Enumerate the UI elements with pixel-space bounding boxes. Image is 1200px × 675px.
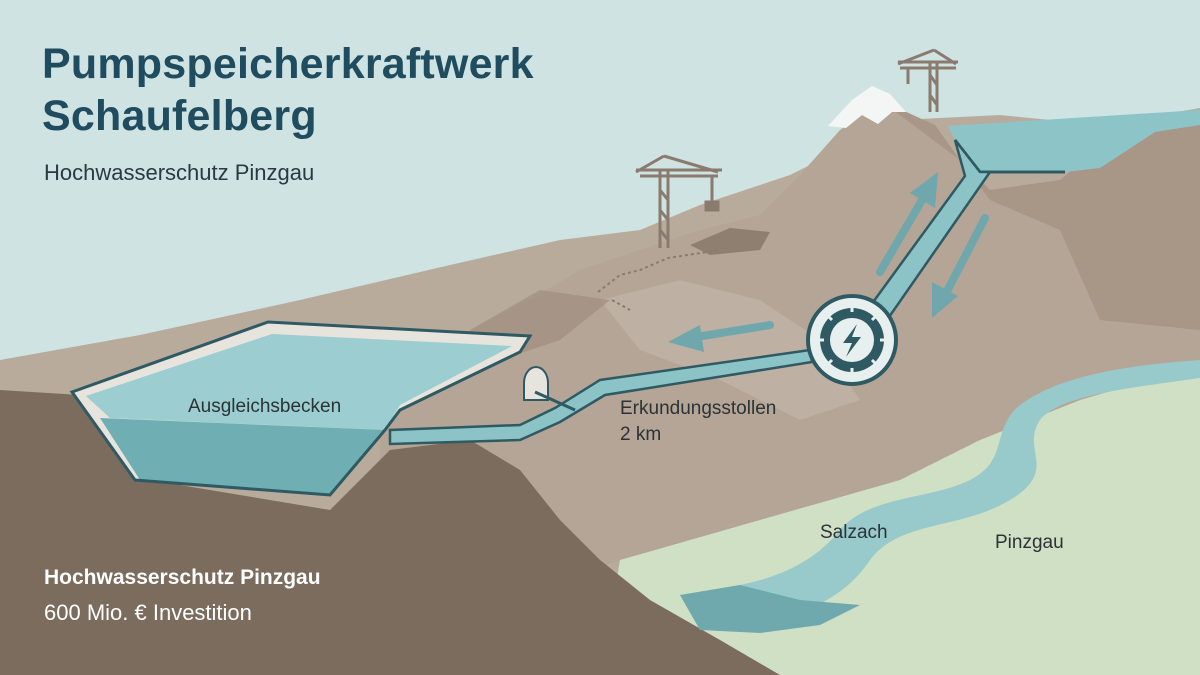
title-line-1: Pumpspeicherkraftwerk xyxy=(42,40,534,88)
mountain-shade-4 xyxy=(690,228,770,255)
valley-label: Pinzgau xyxy=(995,532,1064,553)
flow-arrow-icon xyxy=(876,172,938,276)
river-label: Salzach xyxy=(820,522,888,543)
river-mouth-water xyxy=(680,585,860,633)
construction-road xyxy=(597,249,721,311)
tunnel-label: Erkundungsstollen xyxy=(620,398,777,419)
foreground-ground xyxy=(0,390,780,675)
tunnel-length-label: 2 km xyxy=(620,424,662,445)
basin-water xyxy=(100,418,385,495)
title-line-2: Schaufelberg xyxy=(42,92,317,140)
flow-arrow-icon xyxy=(932,214,989,318)
footer-title: Hochwasserschutz Pinzgau xyxy=(44,566,321,589)
salzach-river xyxy=(680,360,1200,630)
lightning-icon xyxy=(843,324,861,357)
tunnel-branch xyxy=(534,390,576,412)
turbine-icon xyxy=(806,294,898,386)
tunnel-portal xyxy=(523,366,549,401)
mountain-shade-2 xyxy=(600,280,860,420)
tunnel-pipe xyxy=(388,348,814,446)
snow-cap xyxy=(828,86,906,128)
basin-label: Ausgleichsbecken xyxy=(188,396,342,417)
crane-icon xyxy=(635,154,722,248)
page-title: Pumpspeicherkraftwerk Schaufelberg xyxy=(42,38,534,142)
crane-icon xyxy=(897,48,958,112)
basin-water-top xyxy=(86,334,512,430)
mountain-shade xyxy=(880,100,1200,330)
flow-arrow-icon xyxy=(668,321,774,352)
page-subtitle: Hochwasserschutz Pinzgau xyxy=(44,160,315,185)
basin-outline xyxy=(69,320,533,497)
footer-investment: 600 Mio. € Investition xyxy=(44,600,252,625)
upper-reservoir xyxy=(948,110,1200,172)
